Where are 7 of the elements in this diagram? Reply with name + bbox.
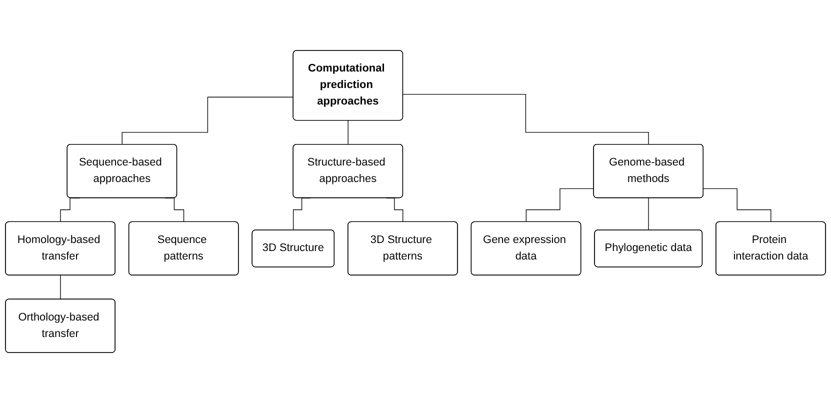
connector	[60, 275, 61, 300]
connector	[526, 188, 594, 222]
connector	[648, 198, 650, 231]
connector	[348, 120, 349, 145]
connector	[703, 188, 772, 222]
connector	[122, 96, 294, 145]
connector	[402, 94, 650, 145]
